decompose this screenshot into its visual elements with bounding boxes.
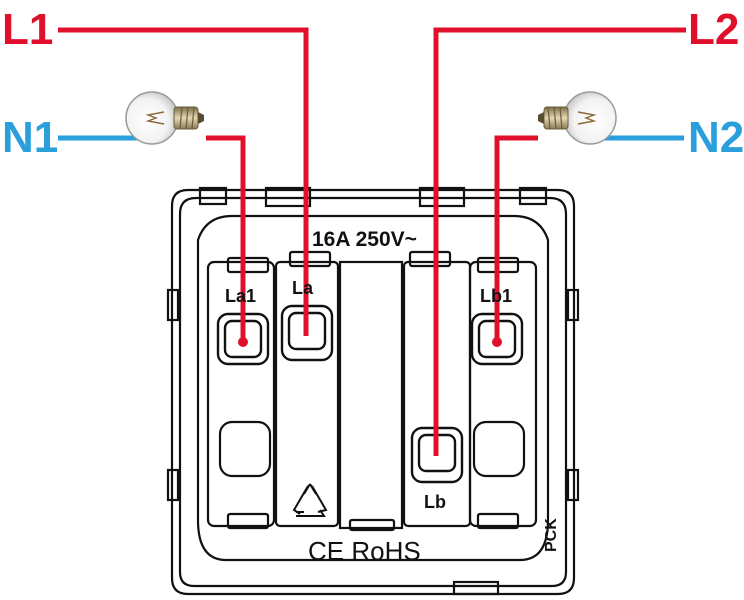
terminal-label-la: La bbox=[292, 278, 314, 298]
terminal-dot-lb1 bbox=[492, 337, 502, 347]
switch-body bbox=[166, 186, 580, 596]
terminal-label-lb1: Lb1 bbox=[480, 286, 512, 306]
label-l1: L1 bbox=[2, 5, 53, 54]
bulb-icon bbox=[538, 91, 617, 145]
wire-l1 bbox=[58, 27, 309, 336]
wire-lamp1 bbox=[206, 135, 246, 342]
bulb-icon bbox=[125, 91, 204, 145]
recycle-icon bbox=[292, 483, 328, 517]
ce-rohs-mark: CE RoHS bbox=[308, 536, 421, 566]
wire-lamp2 bbox=[494, 135, 538, 342]
empty-slot-right bbox=[472, 420, 526, 478]
terminal-dot-la1 bbox=[238, 337, 248, 347]
wire-l2 bbox=[433, 27, 686, 456]
terminal-label-la1: La1 bbox=[225, 286, 256, 306]
terminal-label-lb: Lb bbox=[424, 492, 446, 512]
label-l2: L2 bbox=[688, 5, 739, 54]
label-n1: N1 bbox=[2, 113, 58, 162]
empty-slot-left bbox=[218, 420, 272, 478]
label-n2: N2 bbox=[688, 113, 744, 162]
brand-mark: PCK bbox=[543, 518, 560, 552]
rating-label: 16A 250V~ bbox=[312, 228, 417, 251]
